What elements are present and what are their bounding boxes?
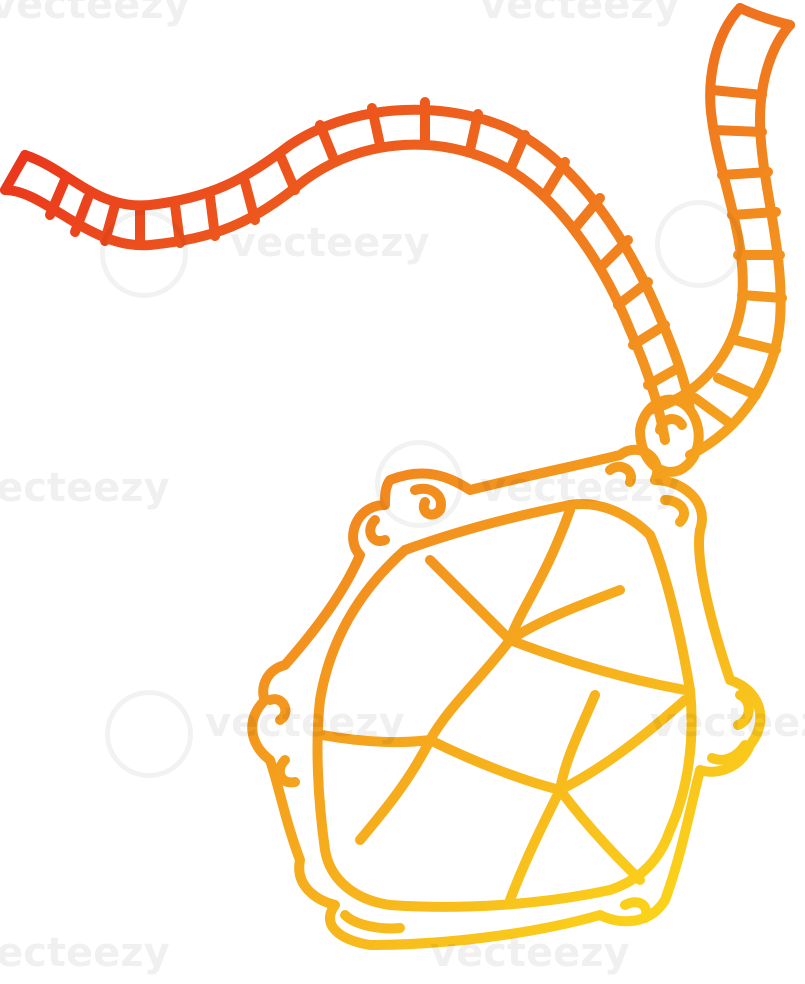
pendant-inner-frame	[312, 499, 697, 912]
left-chain	[0, 97, 695, 445]
gem-facets	[317, 505, 690, 905]
pendant-frame	[247, 444, 766, 950]
right-chain	[645, 3, 795, 460]
